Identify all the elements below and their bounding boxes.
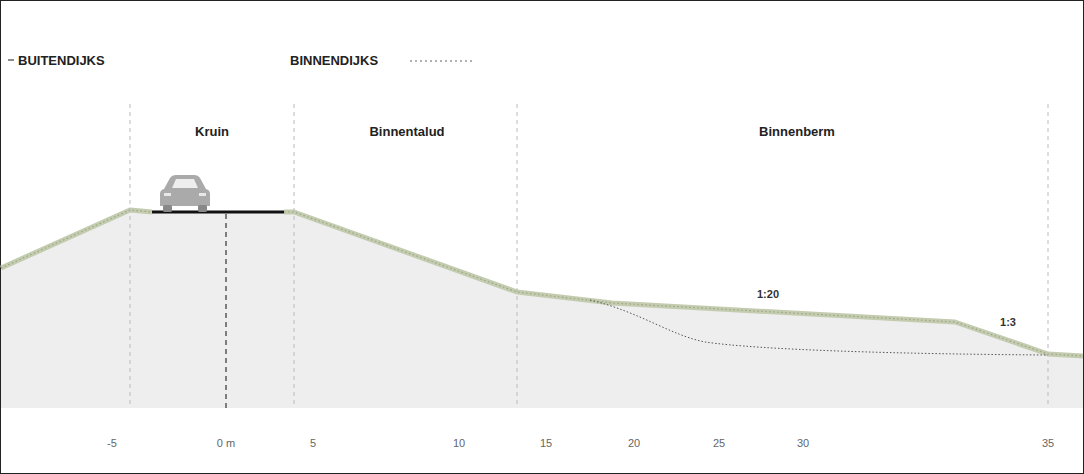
axis-tick: 35 <box>1042 437 1054 449</box>
zone-label: Binnenberm <box>759 124 835 139</box>
slope-label: 1:3 <box>1000 316 1016 328</box>
legend-sample-inside <box>410 60 474 62</box>
axis-tick: 5 <box>310 437 316 449</box>
legend-sample-outside <box>8 59 14 61</box>
axis-tick: 20 <box>628 437 640 449</box>
grass-texture <box>1 210 1083 356</box>
car-icon <box>160 175 210 212</box>
axis-tick: 30 <box>797 437 809 449</box>
axis-tick: 15 <box>540 437 552 449</box>
axis-tick: -5 <box>107 437 117 449</box>
original-profile <box>590 300 1048 355</box>
dike-axis <box>225 214 226 408</box>
zone-dividers <box>130 104 1048 408</box>
slope-label: 1:20 <box>757 288 779 300</box>
zone-label: Binnentalud <box>369 124 444 139</box>
axis-tick: 0 m <box>217 437 235 449</box>
legend-text: BUITENDIJKS <box>18 53 105 68</box>
dike-body <box>1 210 1083 408</box>
legend-text: BINNENDIJKS <box>290 53 378 68</box>
zone-label: Kruin <box>195 124 229 139</box>
axis-tick: 10 <box>453 437 465 449</box>
axis-tick: 25 <box>713 437 725 449</box>
grass-band <box>1 210 1083 356</box>
